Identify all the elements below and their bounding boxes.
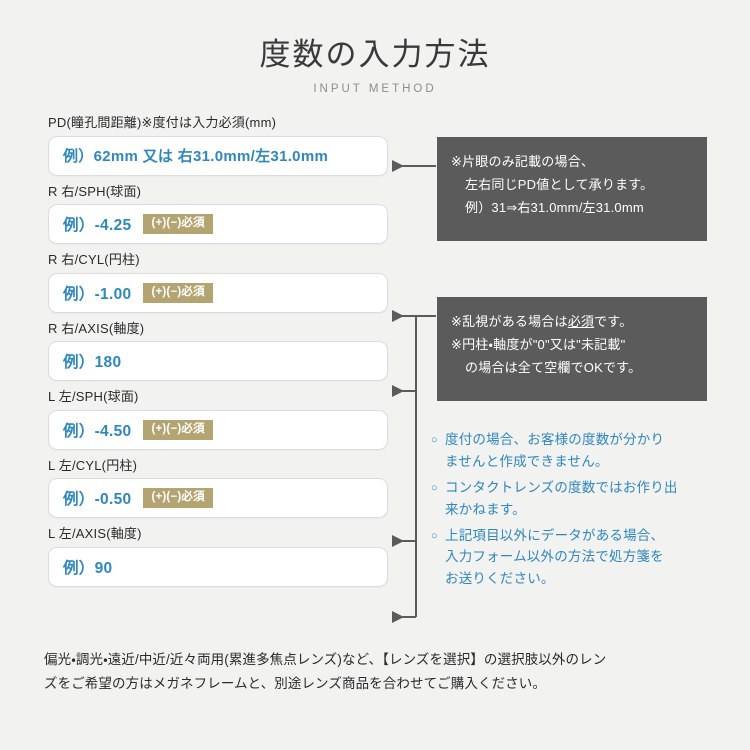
bullet-list: ○ 度付の場合、お客様の度数が分かり ませんと作成できません。 ○ コンタクトレ…: [431, 429, 707, 590]
bullet-1-line2: ませんと作成できません。: [445, 454, 609, 470]
input-l-sph-placeholder: 例）-4.50: [63, 422, 132, 440]
list-item: ○ 度付の場合、お客様の度数が分かり ませんと作成できません。: [431, 429, 707, 473]
field-r-sph: R 右/SPH(球面) 例）-4.25 (+)(−)必須: [48, 182, 388, 245]
page-header: 度数の入力方法 INPUT METHOD: [0, 0, 750, 95]
input-pd[interactable]: 例）62mm 又は 右31.0mm/左31.0mm: [48, 135, 388, 176]
page-subtitle: INPUT METHOD: [313, 83, 437, 96]
input-r-axis[interactable]: 例）180: [48, 341, 388, 382]
footer-line1: 偏光・調光・遠近/中近/近々両用(累進多焦点レンズ)など、【レンズを選択】の選択…: [44, 652, 607, 667]
prescription-form: PD(瞳孔間距離)※度付は入力必須(mm) 例）62mm 又は 右31.0mm/…: [48, 113, 388, 593]
bullet-text-1: 度付の場合、お客様の度数が分かり ませんと作成できません。: [445, 429, 664, 473]
field-pd: PD(瞳孔間距離)※度付は入力必須(mm) 例）62mm 又は 右31.0mm/…: [48, 113, 388, 176]
input-r-cyl-placeholder: 例）-1.00: [63, 285, 132, 303]
input-r-sph[interactable]: 例）-4.25 (+)(−)必須: [48, 204, 388, 245]
page-title: 度数の入力方法: [259, 37, 491, 72]
bullet-text-3: 上記項目以外にデータがある場合、 入力フォーム以外の方法で処方箋を お送りくださ…: [445, 525, 664, 591]
input-l-axis[interactable]: 例）90: [48, 546, 388, 587]
field-label-r-cyl: R 右/CYL(円柱): [48, 252, 140, 268]
note-box-pd: ※片眼のみ記載の場合、 左右同じPD値として承ります。 例）31⇒右31.0mm…: [437, 137, 707, 242]
badge-r-sph-required: (+)(−)必須: [143, 214, 213, 234]
note-box-cyl: ※乱視がある場合は必須です。 ※円柱・軸度が"0"又は"未記載" の場合は全て空…: [437, 297, 707, 402]
field-l-sph: L 左/SPH(球面) 例）-4.50 (+)(−)必須: [48, 387, 388, 450]
circle-bullet-icon: ○: [431, 481, 438, 494]
list-item: ○ コンタクトレンズの度数ではお作り出 来かねます。: [431, 477, 707, 521]
bullet-2-line1: コンタクトレンズの度数ではお作り出: [445, 479, 678, 495]
note-cyl-line1-pre: ※乱視がある場合は: [451, 314, 568, 330]
notes-column: ※片眼のみ記載の場合、 左右同じPD値として承ります。 例）31⇒右31.0mm…: [431, 113, 707, 594]
footer-line2: ズをご希望の方はメガネフレームと、別途レンズ商品を合わせてご購入ください。: [44, 675, 546, 691]
circle-bullet-icon: ○: [431, 529, 438, 542]
list-item: ○ 上記項目以外にデータがある場合、 入力フォーム以外の方法で処方箋を お送りく…: [431, 525, 707, 591]
input-r-cyl[interactable]: 例）-1.00 (+)(−)必須: [48, 272, 388, 313]
badge-l-sph-required: (+)(−)必須: [143, 419, 213, 440]
note-pd-line2: 左右同じPD値として承ります。: [465, 176, 654, 192]
field-label-r-sph: R 右/SPH(球面): [48, 183, 142, 199]
field-r-axis: R 右/AXIS(軸度) 例）180: [48, 319, 388, 382]
note-cyl-line1-underline: 必須: [567, 314, 595, 330]
input-l-cyl-placeholder: 例）-0.50: [63, 491, 132, 509]
note-pd-line3: 例）31⇒右31.0mm/左31.0mm: [465, 199, 644, 215]
note-cyl-line1-post: です。: [594, 314, 633, 330]
note-cyl-line3: の場合は全て空欄でOKです。: [465, 359, 642, 375]
field-label-l-axis: L 左/AXIS(軸度): [48, 526, 142, 542]
field-label-l-cyl: L 左/CYL(円柱): [48, 457, 138, 473]
note-cyl-line2: ※円柱・軸度が"0"又は"未記載": [451, 336, 626, 352]
field-l-cyl: L 左/CYL(円柱) 例）-0.50 (+)(−)必須: [48, 456, 388, 519]
input-r-sph-placeholder: 例）-4.25: [63, 217, 132, 235]
bullet-2-line2: 来かねます。: [445, 501, 526, 517]
footer-note: 偏光・調光・遠近/中近/近々両用(累進多焦点レンズ)など、【レンズを選択】の選択…: [44, 648, 712, 695]
badge-r-cyl-required: (+)(−)必須: [143, 282, 213, 303]
input-pd-placeholder: 例）62mm 又は 右31.0mm/左31.0mm: [63, 148, 329, 166]
field-label-l-sph: L 左/SPH(球面): [48, 389, 139, 405]
bullet-1-line1: 度付の場合、お客様の度数が分かり: [445, 432, 665, 448]
input-l-sph[interactable]: 例）-4.50 (+)(−)必須: [48, 409, 388, 450]
field-label-pd: PD(瞳孔間距離)※度付は入力必須(mm): [48, 115, 277, 131]
bullet-3-line1: 上記項目以外にデータがある場合、: [445, 527, 665, 543]
field-l-axis: L 左/AXIS(軸度) 例）90: [48, 524, 388, 587]
circle-bullet-icon: ○: [431, 434, 438, 447]
bullet-3-line3: お送りください。: [445, 571, 555, 587]
bullet-3-line2: 入力フォーム以外の方法で処方箋を: [445, 549, 664, 565]
input-l-axis-placeholder: 例）90: [63, 559, 113, 577]
badge-l-cyl-required: (+)(−)必須: [143, 488, 213, 508]
field-r-cyl: R 右/CYL(円柱) 例）-1.00 (+)(−)必須: [48, 250, 388, 313]
input-r-axis-placeholder: 例）180: [63, 354, 122, 372]
input-l-cyl[interactable]: 例）-0.50 (+)(−)必須: [48, 478, 388, 519]
note-cyl-line1: ※乱視がある場合は必須です。: [451, 311, 695, 334]
field-label-r-axis: R 右/AXIS(軸度): [48, 320, 145, 336]
note-pd-line1: ※片眼のみ記載の場合、: [451, 154, 595, 170]
bullet-text-2: コンタクトレンズの度数ではお作り出 来かねます。: [445, 477, 678, 521]
